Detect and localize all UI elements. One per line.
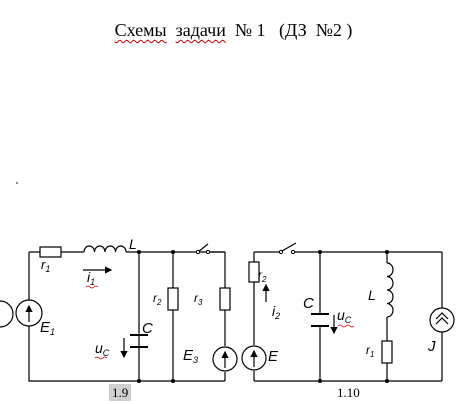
- c110-label-r1: r1: [366, 343, 374, 359]
- title-number: № 1 (ДЗ №2 ): [234, 20, 353, 40]
- c110-uC-spell-mark: [337, 324, 355, 328]
- c110-resistor-r2: [248, 261, 260, 283]
- c110-inductor-L: [386, 262, 394, 318]
- c19-number-badge: [109, 384, 131, 401]
- stray-dot: [16, 182, 18, 184]
- c19-label-r1: r1: [41, 257, 50, 274]
- c19-source-E1: [0, 300, 14, 328]
- c110-node: [318, 250, 322, 254]
- c19-i1-spell-mark: [85, 285, 99, 289]
- c19-number: 1.9: [112, 385, 128, 400]
- c19-label-r3: r3: [194, 291, 203, 307]
- c110-source-J-arrow: [435, 312, 449, 325]
- c110-label-E: E: [268, 348, 279, 365]
- c110-node: [318, 379, 322, 383]
- c19-resistor-r1: [39, 246, 62, 258]
- c110-wires: [253, 251, 443, 382]
- c110-switch-pin-right: [290, 249, 296, 255]
- title-word-schemes: Схемы: [114, 20, 167, 40]
- c19-label-r2: r2: [153, 291, 162, 307]
- c110-node: [385, 379, 389, 383]
- c19-label-i1: i1: [87, 269, 95, 287]
- c19-node: [137, 250, 141, 254]
- c19-label-C: C: [142, 320, 153, 337]
- c19-node: [171, 379, 175, 383]
- c110-label-C: C: [303, 295, 314, 312]
- c110-label-r2: r2: [258, 268, 267, 284]
- page-title: Схемы задачи № 1 (ДЗ №2 ): [0, 20, 467, 41]
- c110-label-i2: i2: [272, 303, 280, 321]
- c19-label-E1: E1: [40, 319, 55, 337]
- c110-number: 1.10: [337, 385, 360, 400]
- circuit-1-10: r2 i2 C uC L r1 E J 1.10: [241, 242, 455, 400]
- c110-switch-pin-left: [278, 249, 284, 255]
- c19-node: [137, 379, 141, 383]
- circuit-1-9: r1 i1 L r2 r3 C uC E3 E1 1.9: [0, 182, 238, 401]
- c110-resistor-r1: [381, 340, 393, 364]
- c19-inductor-L: [83, 245, 127, 253]
- c19-node: [171, 250, 175, 254]
- c110-source-J: [429, 307, 455, 333]
- c110-label-L: L: [368, 287, 376, 303]
- c110-switch: [281, 242, 297, 252]
- title-word-problems: задачи: [175, 20, 226, 40]
- c19-switch-pin-right: [205, 249, 211, 255]
- c19-switch: [197, 243, 209, 253]
- c19-label-E3: E3: [183, 347, 198, 365]
- c110-label-J: J: [427, 338, 436, 355]
- c110-label-uC: uC: [337, 307, 352, 325]
- c19-resistor-r2: [167, 287, 179, 311]
- c19-label-L: L: [129, 236, 137, 252]
- c19-label-uC: uC: [95, 340, 110, 358]
- c19-resistor-r3: [219, 287, 231, 311]
- c19-wires: [28, 251, 226, 382]
- c110-node: [385, 250, 389, 254]
- c19-uC-spell-mark: [94, 356, 108, 360]
- c19-switch-pin-left: [195, 249, 201, 255]
